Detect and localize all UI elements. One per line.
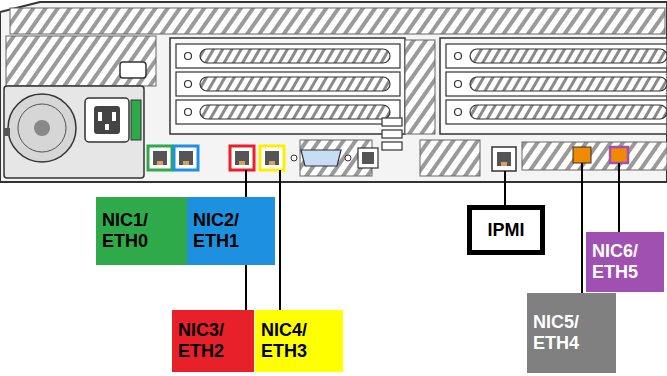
port-label: NIC2/ ETH1 [193,210,269,252]
nic-label-box: IPMI [467,205,545,255]
nic-label-box: NIC2/ ETH1 [187,197,275,265]
nic-label-box: NIC1/ ETH0 [96,197,187,265]
nic-label-box: NIC3/ ETH2 [172,310,254,372]
nic-label-box: NIC6/ ETH5 [586,232,664,292]
port-label: NIC5/ ETH4 [533,312,610,354]
nic-label-box: NIC4/ ETH3 [255,310,343,372]
port-label: NIC1/ ETH0 [102,210,181,252]
nic-label-box: NIC5/ ETH4 [527,293,616,373]
port-label: NIC3/ ETH2 [178,320,248,362]
port-label: NIC6/ ETH5 [592,241,658,283]
port-label: NIC4/ ETH3 [261,320,337,362]
port-label: IPMI [487,220,524,241]
